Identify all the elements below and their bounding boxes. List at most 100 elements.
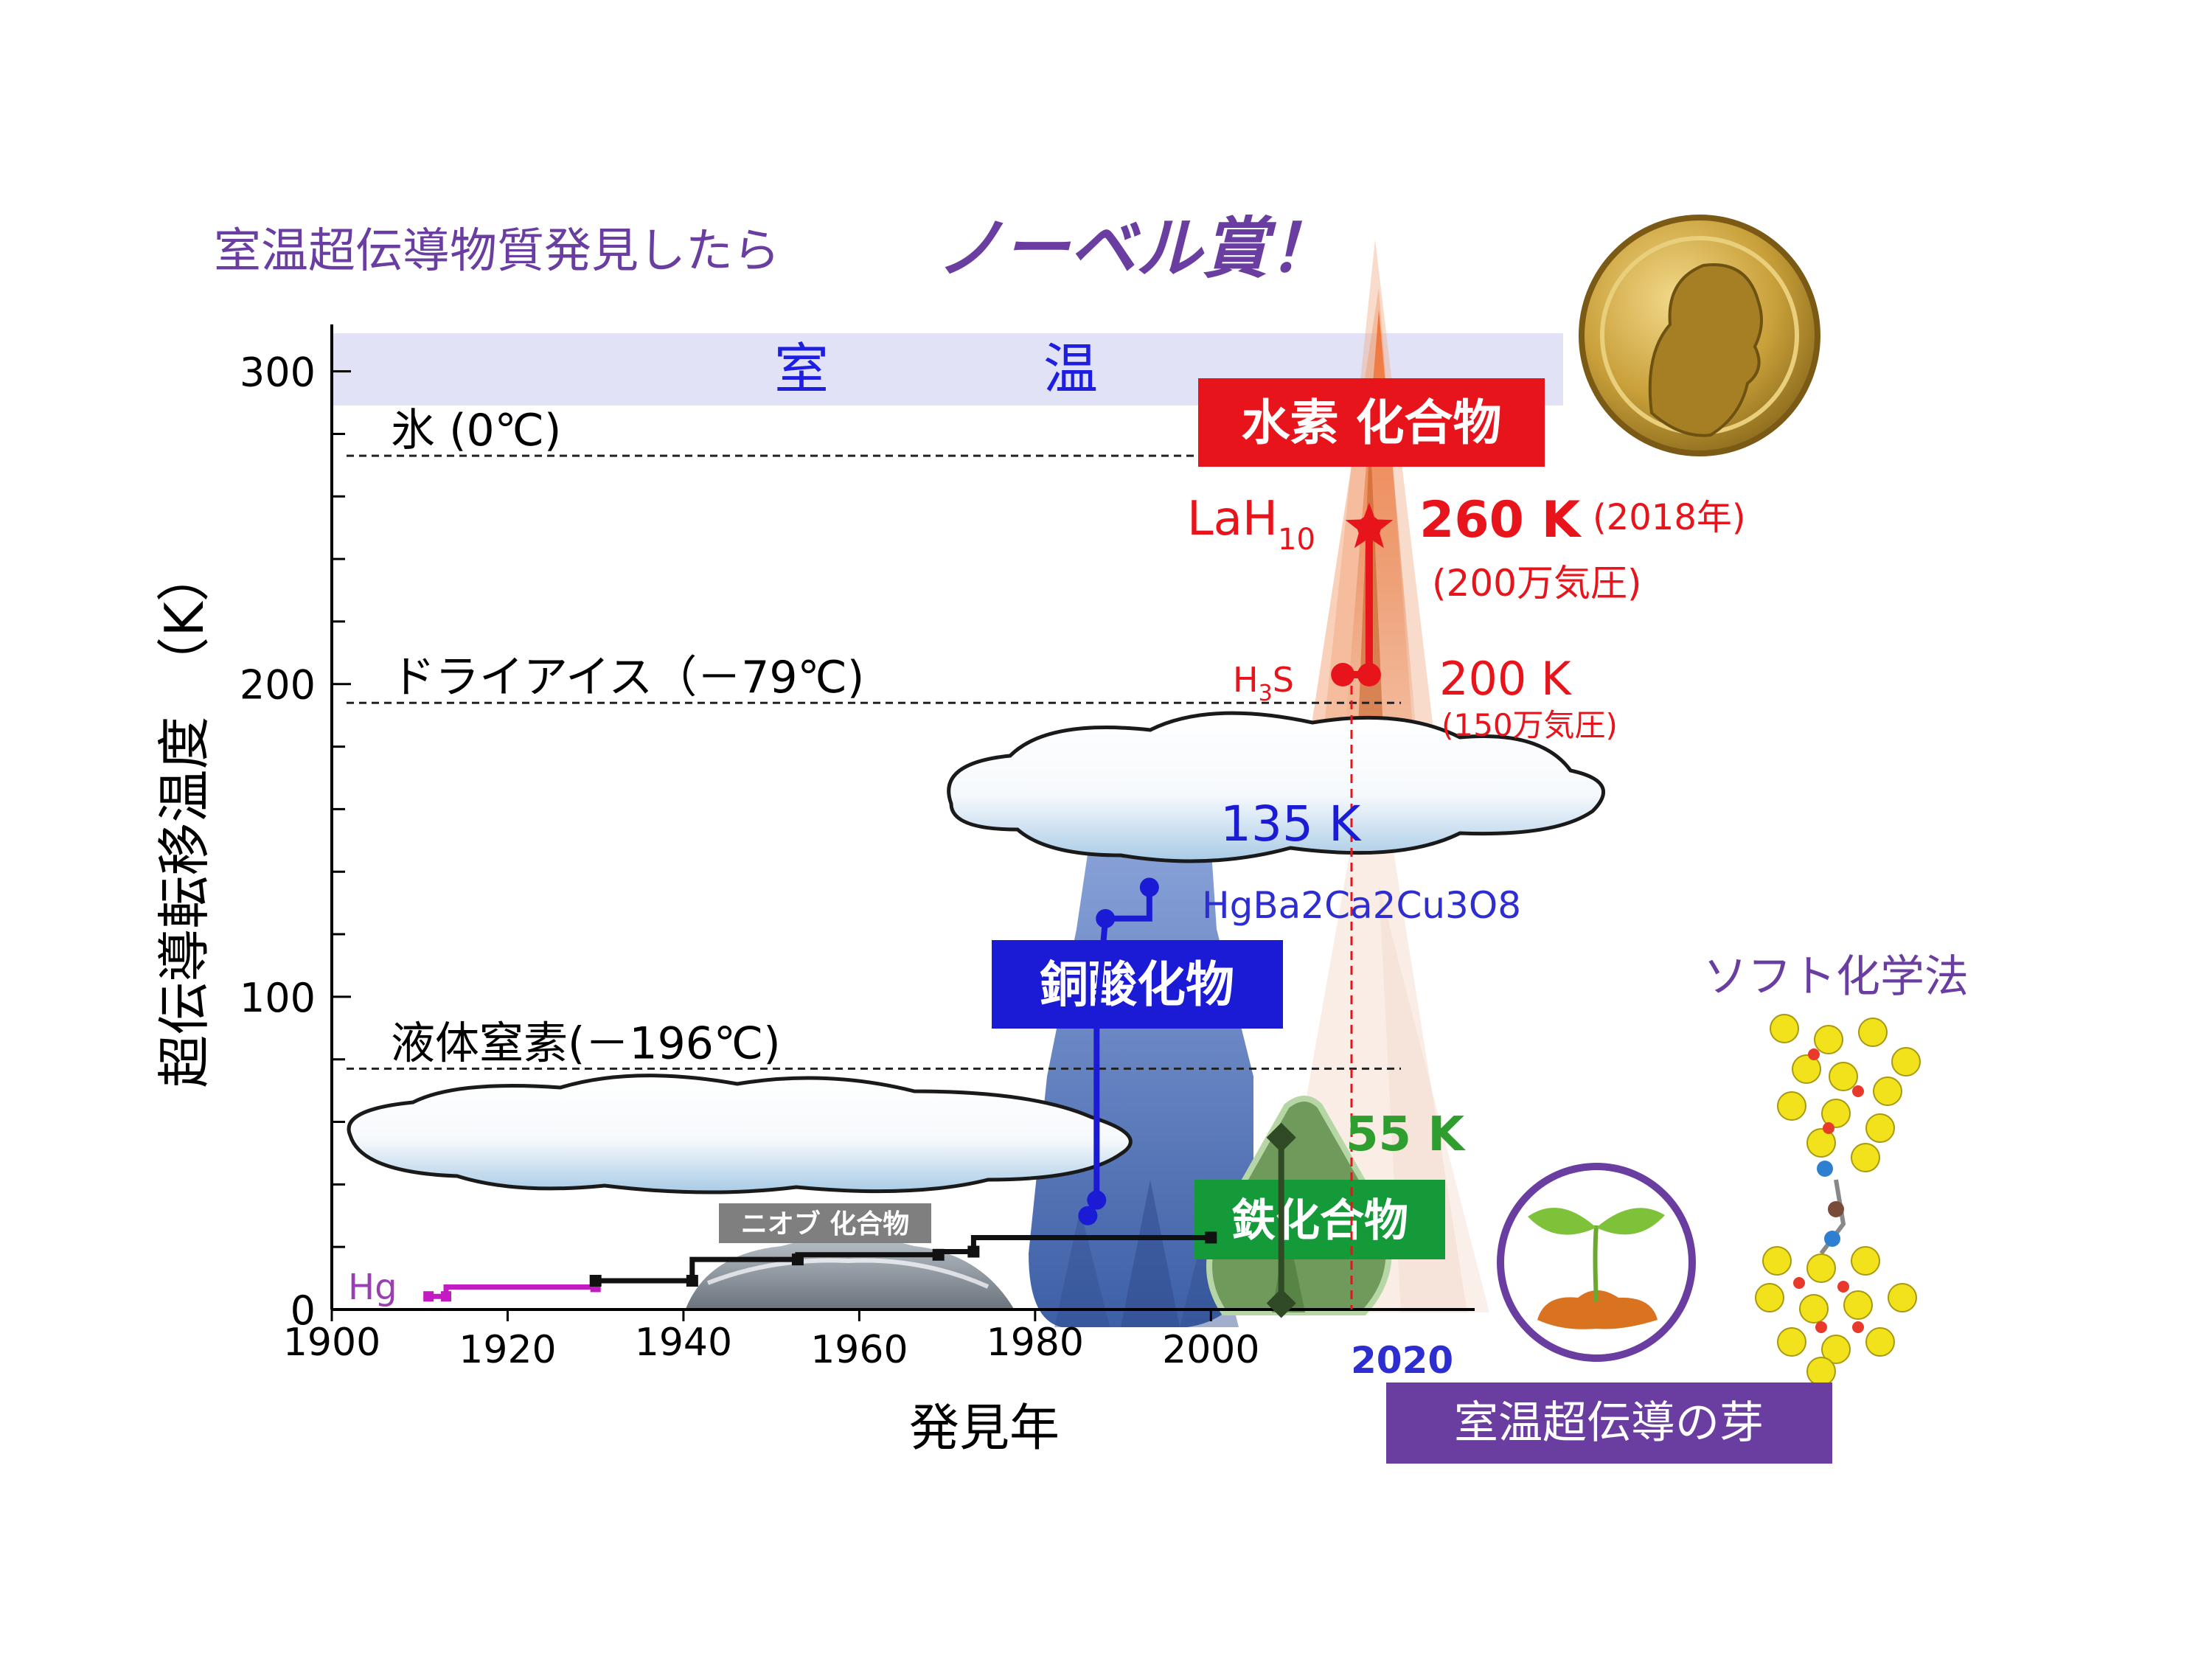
x-tick-label: 1940 <box>635 1321 732 1365</box>
series-line <box>428 1284 596 1299</box>
molecule-atom <box>1852 1321 1864 1333</box>
lah10-label: LaH10 <box>1187 492 1315 557</box>
iron-label-box: 鉄化合物 <box>1194 1180 1445 1259</box>
molecule-atom <box>1873 1077 1902 1106</box>
sprout-box: 室温超伝導の芽 <box>1386 1382 1832 1464</box>
molecule-atom <box>1806 1128 1836 1158</box>
molecule-atom <box>1792 1054 1821 1084</box>
reference-line-label: 氷 (0℃) <box>391 405 561 456</box>
t-55-label: 55 K <box>1346 1107 1466 1162</box>
series-line <box>595 1235 1211 1284</box>
molecule-atom <box>1851 1143 1880 1172</box>
h3s-label: H3S <box>1233 660 1294 706</box>
series-point <box>1266 1122 1296 1152</box>
x-axis-title: 発見年 <box>909 1399 1060 1458</box>
series-point <box>1078 1206 1098 1225</box>
y-axis-title: 超伝導転移温度 （K） <box>153 549 215 1088</box>
x-tick-label: 1960 <box>810 1328 908 1372</box>
molecule-atom <box>1891 1047 1921 1077</box>
y-tick-label: 300 <box>240 349 316 396</box>
reference-lines: 氷 (0℃) ドライアイス（－79℃) 液体窒素(－196℃) <box>347 405 1401 1070</box>
series-point <box>1357 663 1381 687</box>
hydride-label: 水素 化合物 <box>1242 394 1502 451</box>
y-tick-label: 200 <box>240 662 316 709</box>
molecule-atom <box>1821 1335 1851 1364</box>
molecule-atom <box>1770 1014 1799 1043</box>
t-135-label: 135 K <box>1220 796 1362 852</box>
molecule-atom <box>1852 1085 1864 1097</box>
x-tick-label: 2000 <box>1162 1328 1259 1372</box>
molecule-atom <box>1824 1231 1840 1247</box>
series-point <box>441 1291 451 1302</box>
molecule-atom <box>1817 1161 1833 1177</box>
niobium-label-box: ニオブ 化合物 <box>719 1203 931 1243</box>
cuprate-label: 銅酸化物 <box>1040 956 1234 1013</box>
hydride-label-box: 水素 化合物 <box>1198 378 1545 467</box>
reference-line-label: 液体窒素(－196℃) <box>391 1018 781 1069</box>
molecule-atom <box>1799 1294 1829 1324</box>
series-point <box>1205 1231 1217 1244</box>
molecule-atom <box>1829 1062 1858 1091</box>
series-point <box>1096 908 1116 928</box>
molecule-atom <box>1777 1091 1806 1121</box>
molecule-atom <box>1762 1246 1792 1276</box>
molecule-atom <box>1865 1113 1895 1143</box>
headline-prefix: 室温超伝導物質発見したら <box>214 224 780 279</box>
nobel-medal-icon <box>1579 215 1820 456</box>
molecule-atom <box>1777 1327 1806 1357</box>
reference-line-label: ドライアイス（－79℃) <box>391 652 864 703</box>
headline-emphasis: ノーベル賞！ <box>936 210 1335 288</box>
molecule-atom <box>1823 1122 1834 1134</box>
sprout-box-label: 室温超伝導の芽 <box>1454 1397 1764 1449</box>
year-2018-label: (2018年) <box>1593 497 1746 538</box>
molecule-atom <box>1806 1357 1836 1386</box>
molecule-atom <box>1815 1321 1827 1333</box>
series-point <box>1087 1190 1107 1210</box>
series-point <box>967 1245 980 1258</box>
series-point <box>686 1274 698 1287</box>
molecule-atom <box>1865 1327 1895 1357</box>
soft-chem-label: ソフト化学法 <box>1703 951 1969 1003</box>
y-tick-label: 0 <box>291 1287 316 1334</box>
molecule-atom <box>1858 1018 1888 1047</box>
molecule-atom <box>1808 1048 1820 1060</box>
t-260-label: 260 K <box>1419 491 1582 549</box>
y-axis-ticks: 0 100 200 300 <box>240 349 351 1334</box>
t-200-label: 200 K <box>1439 652 1572 706</box>
series-point <box>1266 1288 1296 1318</box>
series-point <box>1331 663 1355 687</box>
niobium-label: ニオブ 化合物 <box>741 1208 910 1239</box>
niobium-mound <box>686 1237 1014 1309</box>
molecule-atom <box>1888 1283 1917 1312</box>
x-tick-label: 1980 <box>987 1321 1084 1365</box>
molecule-atom <box>1828 1201 1844 1217</box>
y-tick-label: 100 <box>240 975 316 1021</box>
series-point <box>932 1248 945 1261</box>
molecule-atom <box>1793 1277 1805 1289</box>
room-temp-label-2: 温 <box>1043 338 1098 401</box>
molecule-atom <box>1821 1099 1851 1128</box>
iron-label: 鉄化合物 <box>1231 1195 1408 1247</box>
molecule-atom <box>1837 1281 1849 1293</box>
molecule-structure-icon <box>1755 1014 1921 1386</box>
lower-cloud <box>347 1074 1133 1194</box>
data-series <box>423 502 1394 1318</box>
room-temp-label-1: 室 <box>774 338 829 401</box>
series-point <box>1139 877 1159 897</box>
molecule-atom <box>1851 1246 1880 1276</box>
year-2020-label: 2020 <box>1351 1339 1453 1382</box>
molecule-atom <box>1806 1253 1836 1283</box>
cuprate-label-box: 銅酸化物 <box>992 940 1283 1029</box>
x-tick-label: 1920 <box>459 1328 556 1372</box>
lah10-star-marker <box>1345 502 1394 549</box>
series-point <box>791 1253 804 1266</box>
series-point <box>589 1274 602 1287</box>
molecule-atom <box>1814 1025 1843 1054</box>
hg1223-label: HgBa2Ca2Cu3O8 <box>1202 884 1521 927</box>
sprout-icon <box>1497 1163 1696 1362</box>
hg-label: Hg <box>348 1267 397 1308</box>
pressure-200-label: (200万気圧) <box>1432 562 1641 605</box>
series-point <box>423 1291 434 1302</box>
